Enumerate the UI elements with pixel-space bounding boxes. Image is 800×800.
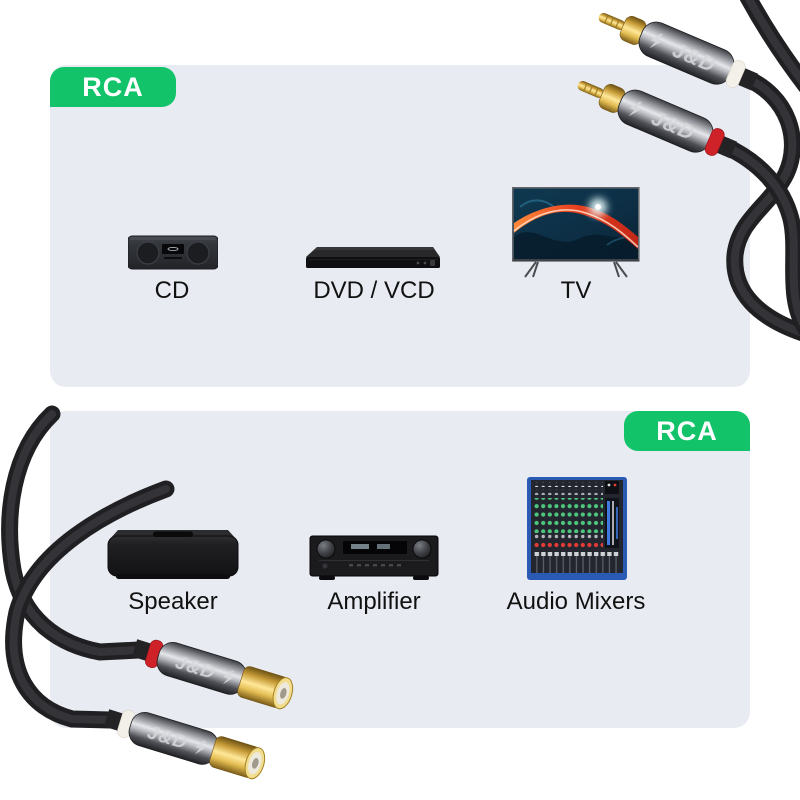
device-label-speaker: Speaker [128, 588, 218, 615]
tv-image [512, 187, 640, 278]
device-label-cd: CD [154, 277, 190, 304]
rca-badge-bottom-label: RCA [656, 415, 718, 446]
device-label-dvd-vcd: DVD / VCD [313, 277, 435, 304]
lightning-bolt-icon [194, 740, 207, 755]
rca-badge-top: RCA [50, 67, 176, 107]
device-label-amplifier: Amplifier [327, 588, 421, 615]
audio-mixer-image [527, 477, 627, 580]
speaker-image [107, 530, 239, 579]
amplifier-image [309, 535, 439, 580]
lightning-bolt-icon [649, 33, 663, 49]
cable-top-corner [739, 0, 800, 93]
cd-player-image [128, 235, 218, 270]
device-label-tv: TV [560, 277, 592, 304]
rca-badge-top-label: RCA [82, 71, 144, 102]
top-panel [50, 65, 750, 387]
device-label-audio-mixers: Audio Mixers [506, 588, 646, 615]
rca-badge-bottom: RCA [624, 411, 750, 451]
dvd-player-image [306, 247, 440, 268]
